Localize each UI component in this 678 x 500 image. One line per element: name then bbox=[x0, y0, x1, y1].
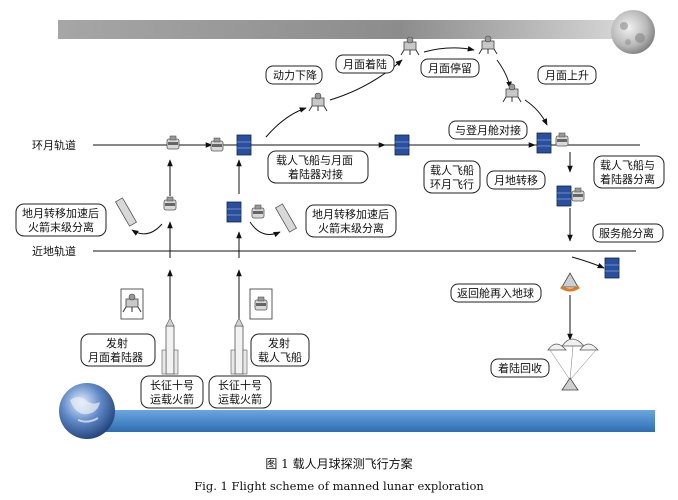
spacecraft-icon bbox=[166, 135, 180, 150]
svg-text:月面着陆: 月面着陆 bbox=[343, 57, 387, 71]
solar-panel-icon bbox=[394, 134, 410, 156]
svg-text:服务舱分离: 服务舱分离 bbox=[599, 226, 654, 240]
label-crew-orbit: 载人飞船 环月飞行 bbox=[423, 160, 481, 194]
label-service-sep: 服务舱分离 bbox=[592, 223, 664, 243]
solar-panel-icon bbox=[536, 132, 552, 154]
svg-text:地月转移加速后: 地月转移加速后 bbox=[22, 206, 99, 220]
caption-cn: 图 1 载人月球探测飞行方案 bbox=[265, 456, 412, 471]
earth-orbit-label: 近地轨道 bbox=[32, 244, 76, 258]
lander-icon bbox=[400, 36, 420, 56]
label-powered-descent: 动力下降 bbox=[265, 65, 323, 85]
rocket-right-icon bbox=[230, 317, 248, 375]
label-dock-ascender: 与登月舱对接 bbox=[448, 120, 528, 140]
label-lunar-stay: 月面停留 bbox=[420, 58, 480, 78]
svg-text:长征十号: 长征十号 bbox=[150, 378, 194, 392]
label-rocket-left: 长征十号 运载火箭 bbox=[140, 375, 204, 409]
svg-text:运载火箭: 运载火箭 bbox=[150, 392, 194, 406]
spacecraft-icon bbox=[571, 187, 585, 202]
reentry-capsule-icon bbox=[560, 272, 580, 292]
lander-icon bbox=[308, 92, 328, 112]
spacecraft-icon bbox=[210, 137, 224, 152]
spacecraft-icon bbox=[163, 196, 177, 211]
svg-text:载人飞船与月面: 载人飞船与月面 bbox=[276, 153, 353, 167]
solar-panel-icon bbox=[604, 257, 620, 279]
label-trans-earth: 月地转移 bbox=[486, 170, 546, 190]
top-band bbox=[58, 20, 628, 39]
rocket-left-icon bbox=[161, 317, 179, 375]
svg-text:发射: 发射 bbox=[106, 336, 128, 350]
svg-text:发射: 发射 bbox=[268, 336, 290, 350]
caption-en: Fig. 1 Flight scheme of manned lunar exp… bbox=[194, 479, 484, 493]
label-rocket-right: 长征十号 运载火箭 bbox=[208, 375, 272, 409]
spacecraft-icons bbox=[114, 35, 620, 391]
label-crew-lander-dock: 载人飞船与月面 着陆器对接 bbox=[267, 150, 369, 184]
svg-text:动力下降: 动力下降 bbox=[273, 68, 317, 82]
svg-text:火箭末级分离: 火箭末级分离 bbox=[28, 220, 94, 234]
svg-text:载人飞船: 载人飞船 bbox=[430, 163, 474, 177]
label-launch-lander: 发射 月面着陆器 bbox=[80, 333, 156, 367]
svg-text:运载火箭: 运载火箭 bbox=[218, 392, 262, 406]
svg-text:月面停留: 月面停留 bbox=[428, 61, 472, 75]
label-tli-left: 地月转移加速后 火箭末级分离 bbox=[15, 203, 107, 237]
svg-text:火箭末级分离: 火箭末级分离 bbox=[318, 221, 384, 235]
svg-text:载人飞船: 载人飞船 bbox=[258, 350, 302, 364]
moon-icon bbox=[611, 10, 655, 54]
label-launch-crew: 发射 载人飞船 bbox=[250, 333, 310, 367]
lunar-orbit-label: 环月轨道 bbox=[32, 138, 76, 152]
bottom-band bbox=[85, 410, 655, 432]
spacecraft-icon bbox=[251, 204, 265, 219]
svg-text:着陆回收: 着陆回收 bbox=[498, 361, 542, 375]
label-lunar-ascent: 月面上升 bbox=[537, 65, 597, 85]
svg-text:地月转移加速后: 地月转移加速后 bbox=[312, 207, 389, 221]
svg-text:返回舱再入地球: 返回舱再入地球 bbox=[457, 286, 534, 300]
svg-text:月面着陆器: 月面着陆器 bbox=[88, 350, 143, 364]
svg-text:月面上升: 月面上升 bbox=[545, 69, 589, 82]
svg-text:载人飞船与: 载人飞船与 bbox=[600, 158, 655, 172]
label-reentry: 返回舱再入地球 bbox=[450, 283, 542, 303]
svg-text:着陆器对接: 着陆器对接 bbox=[288, 167, 343, 181]
rocket-stage-icon bbox=[114, 197, 138, 227]
flight-paths bbox=[93, 45, 605, 341]
svg-text:着陆器分离: 着陆器分离 bbox=[600, 172, 655, 186]
label-lunar-landing: 月面着陆 bbox=[335, 54, 395, 74]
label-landing: 着陆回收 bbox=[490, 358, 550, 378]
svg-text:与登月舱对接: 与登月舱对接 bbox=[455, 123, 521, 137]
ascender-icon bbox=[502, 83, 522, 103]
svg-text:长征十号: 长征十号 bbox=[218, 378, 262, 392]
earth-icon bbox=[59, 383, 115, 439]
spacecraft-icon bbox=[555, 132, 569, 147]
solar-panel-icon bbox=[556, 185, 572, 207]
rocket-stage-icon bbox=[274, 203, 298, 233]
label-crew-lander-sep: 载人飞船与 着陆器分离 bbox=[593, 155, 665, 189]
svg-text:环月飞行: 环月飞行 bbox=[430, 178, 474, 191]
label-tli-mid: 地月转移加速后 火箭末级分离 bbox=[305, 204, 397, 238]
lander-payload-icon bbox=[120, 288, 144, 320]
solar-panel-icon bbox=[236, 134, 252, 156]
svg-text:月地转移: 月地转移 bbox=[494, 173, 538, 187]
solar-panel-icon bbox=[226, 201, 242, 223]
parachute-icon bbox=[547, 338, 599, 391]
crew-payload-icon bbox=[249, 288, 273, 320]
